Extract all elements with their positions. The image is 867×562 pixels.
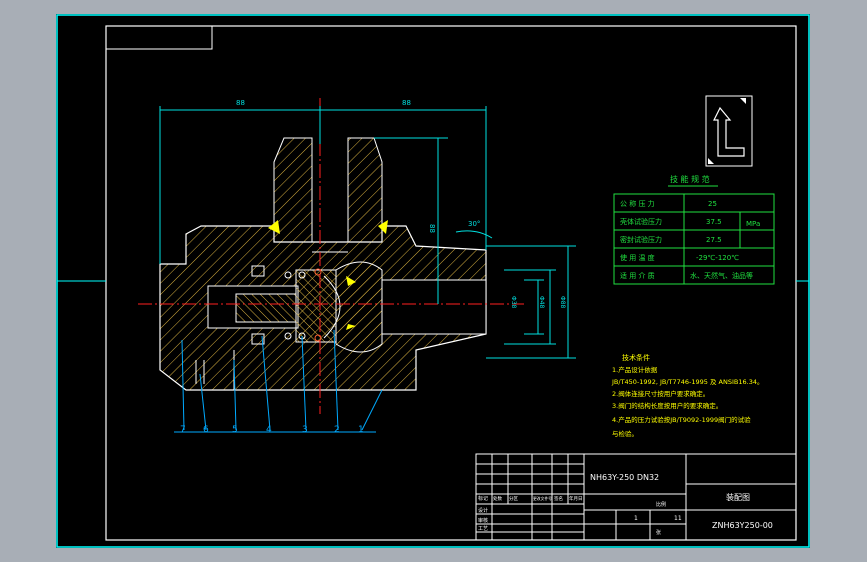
dimension-lines <box>159 106 576 359</box>
notes-line-5: 与检验。 <box>612 429 638 438</box>
title-drawing-no: ZNH63Y250-00 <box>712 521 773 530</box>
part-label-4: 4 <box>266 425 272 435</box>
title-row-label-1: 设计 <box>478 507 488 514</box>
title-drawing-name: 装配图 <box>726 492 750 502</box>
inner-frame <box>105 25 797 541</box>
notes-line-2: 2.阀体连接尺寸按用户要求确定。 <box>612 389 709 398</box>
spec-table-grid <box>613 193 775 285</box>
title-row-label-0: 标记 <box>478 495 488 502</box>
technical-notes: 技术条件 1.产品设计依据 JB/T450-1992, JB/T7746-199… <box>611 353 763 438</box>
title-model: NH63Y-250 DN32 <box>590 473 659 482</box>
title-sheet-label: 张 <box>656 529 661 536</box>
dim-dia-3: Φ88 <box>559 296 566 309</box>
weld-mark-right <box>378 220 388 234</box>
spec-table-title: 技 能 规 范 <box>670 174 710 184</box>
spec-label-0: 公 称 压 力 <box>620 199 655 208</box>
weld-mark-left <box>268 220 280 234</box>
dim-vertical: 88 <box>428 224 436 233</box>
part-label-2: 2 <box>334 425 340 435</box>
part-label-5: 5 <box>232 425 238 435</box>
dim-top-left: 88 <box>236 99 245 107</box>
drawing-sheet: 88 88 88 30° Φ38 Φ48 Φ88 7 6 5 4 3 2 1 <box>56 14 810 548</box>
spec-label-3: 使 用 温 度 <box>620 253 655 262</box>
dim-angle: 30° <box>468 220 480 228</box>
notes-title: 技术条件 <box>622 353 650 362</box>
title-col-label-4: 年月日 <box>569 495 583 502</box>
spec-value-2: 27.5 <box>706 236 722 244</box>
valve-section <box>159 137 487 391</box>
title-col-label-3: 签名 <box>554 495 563 502</box>
spec-label-1: 壳体试验压力 <box>620 217 662 226</box>
spec-value-4: 水、天然气、油品等 <box>690 271 753 280</box>
spec-value-0: 25 <box>708 200 717 208</box>
part-label-3: 3 <box>302 425 308 435</box>
title-col-label-1: 分区 <box>509 495 518 502</box>
flow-direction-icon <box>705 95 753 167</box>
dim-top-right: 88 <box>402 99 411 107</box>
part-label-7: 7 <box>180 425 186 435</box>
title-block-grid <box>475 453 797 541</box>
part-leaders <box>174 329 383 433</box>
part-label-1: 1 <box>358 425 364 435</box>
spec-value-3: -29℃-120℃ <box>696 254 739 262</box>
title-row-label-2: 审核 <box>478 517 488 524</box>
dim-dia-2: Φ48 <box>538 296 545 309</box>
title-row-label-3: 工艺 <box>478 526 488 532</box>
notes-line-0: 1.产品设计依据 <box>612 365 658 374</box>
part-label-6: 6 <box>203 425 209 435</box>
title-scale-label: 比例 <box>656 501 666 508</box>
corner-box <box>105 25 213 50</box>
spec-label-2: 密封试验压力 <box>620 235 662 244</box>
spec-label-4: 适 用 介 质 <box>620 271 655 280</box>
notes-line-1: JB/T450-1992, JB/T7746-1995 及 ANSIB16.34… <box>611 378 763 386</box>
notes-line-3: 3.阀门的结构长度按用户的要求确定。 <box>612 401 722 410</box>
title-sheet-count: 11 <box>674 515 682 522</box>
title-col-label-0: 处数 <box>493 495 502 502</box>
title-col-label-2: 更改文件号 <box>533 496 552 501</box>
title-scale: 1 <box>634 515 638 522</box>
cad-drawing: 88 88 88 30° Φ38 Φ48 Φ88 7 6 5 4 3 2 1 <box>56 14 810 548</box>
dim-dia-1: Φ38 <box>510 296 517 309</box>
spec-unit: MPa <box>746 220 760 228</box>
spec-value-1: 37.5 <box>706 218 722 226</box>
notes-line-4: 4.产品的压力试验按JB/T9092-1999阀门的试验 <box>612 415 751 424</box>
